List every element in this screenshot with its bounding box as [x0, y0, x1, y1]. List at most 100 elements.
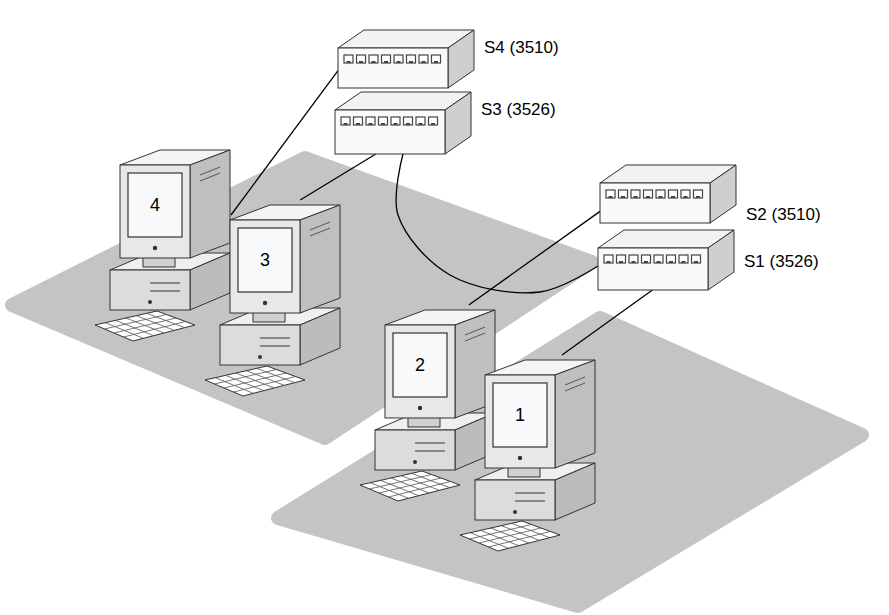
keyboard-row: [114, 318, 176, 333]
keyboard-column: [136, 316, 174, 331]
switch-port-clip: [394, 123, 398, 125]
switch-port: [432, 55, 441, 63]
switch-port: [642, 255, 651, 263]
screen-area: 3: [238, 228, 292, 292]
monitor-front: [120, 165, 190, 258]
network-cable: [469, 211, 600, 305]
drive-slot: [150, 291, 180, 292]
monitor-side: [555, 360, 595, 468]
monitor-vent: [200, 173, 220, 181]
switch-port-clip: [434, 61, 438, 63]
switch-port: [416, 117, 425, 125]
computer: 4: [95, 145, 231, 345]
monitor-button: [153, 246, 157, 250]
switch-port-clip: [397, 61, 401, 63]
switch-port-clip: [669, 261, 673, 263]
switch-port-clip: [609, 196, 613, 198]
switch-port: [369, 55, 378, 63]
keyboard-column: [512, 523, 550, 537]
network-cable: [396, 154, 598, 293]
switch-art: [598, 230, 734, 290]
label-holder: S1 (3526): [744, 252, 819, 272]
switch-front: [338, 48, 448, 88]
monitor-button: [263, 301, 267, 305]
computer: 1: [460, 355, 596, 555]
label-holder: S4 (3510): [484, 38, 559, 58]
keyboard-column: [105, 323, 143, 339]
switch-port: [341, 117, 350, 125]
keyboard-column: [481, 530, 519, 545]
keyboard-column: [370, 483, 408, 499]
keyboard-column: [257, 368, 295, 382]
drive-slot: [260, 346, 290, 347]
switch-port-clip: [682, 261, 686, 263]
drive-slot: [515, 501, 545, 502]
switch-port-clip: [419, 123, 423, 125]
monitor-screen: [393, 333, 447, 397]
switch-port-clip: [431, 123, 435, 125]
switch-port: [407, 55, 416, 63]
drive-slot: [415, 451, 445, 452]
keyboard-column: [501, 526, 539, 541]
screen-area: 4: [128, 173, 182, 237]
keyboard-column: [470, 533, 508, 549]
case-front: [375, 430, 455, 470]
label-holder: S2 (3510): [746, 205, 821, 225]
keyboard-row: [224, 373, 286, 388]
switch-port: [654, 255, 663, 263]
switch-label: S2 (3510): [746, 205, 821, 224]
switch-port: [617, 255, 626, 263]
switch-port-clip: [369, 123, 373, 125]
switch-port-clip: [657, 261, 661, 263]
switch-front: [598, 248, 708, 290]
network-cable: [562, 290, 652, 355]
switch-art: [335, 92, 471, 154]
switch-port: [631, 190, 640, 198]
switch-art: [600, 165, 736, 223]
switch-label: S3 (3526): [481, 100, 556, 119]
switch-port: [366, 117, 375, 125]
monitor-front: [385, 325, 455, 418]
switch-port-clip: [372, 61, 376, 63]
network-cable: [300, 154, 376, 200]
keyboard-column: [226, 375, 264, 390]
switch-port-clip: [347, 61, 351, 63]
computer-art: [205, 200, 341, 400]
computer-number: 3: [260, 250, 270, 271]
computer-number: 2: [415, 355, 425, 376]
keyboard-column: [116, 320, 154, 335]
monitor-front: [230, 220, 300, 313]
monitor-vent: [565, 383, 585, 391]
case-front: [475, 480, 555, 520]
switch-port: [619, 190, 628, 198]
keyboard: [360, 471, 460, 501]
switch-port: [357, 55, 366, 63]
switch-port: [679, 255, 688, 263]
switch-port-clip: [644, 261, 648, 263]
case-side: [190, 253, 230, 310]
switch-port-clip: [406, 123, 410, 125]
switch-port: [606, 190, 615, 198]
switch-port: [419, 55, 428, 63]
switch-port: [429, 117, 438, 125]
switch-port-clip: [694, 261, 698, 263]
switch-side: [710, 165, 736, 223]
screen-area: 1: [493, 383, 547, 447]
switch-art: [338, 30, 474, 88]
monitor-vent: [310, 228, 330, 236]
keyboard-column: [147, 313, 185, 327]
drive-slot: [415, 443, 445, 444]
network-switch: S1 (3526): [598, 230, 734, 290]
switch-label: S4 (3510): [484, 38, 559, 57]
monitor-vent: [465, 333, 485, 341]
keyboard-column: [215, 378, 253, 394]
case-front: [220, 325, 300, 365]
switch-port-clip: [422, 61, 426, 63]
switch-port: [667, 255, 676, 263]
switch-port-clip: [659, 196, 663, 198]
case-side: [300, 308, 340, 365]
switch-port-clip: [381, 123, 385, 125]
monitor-front: [485, 375, 555, 468]
drive-slot: [260, 338, 290, 339]
switch-side: [445, 92, 471, 154]
